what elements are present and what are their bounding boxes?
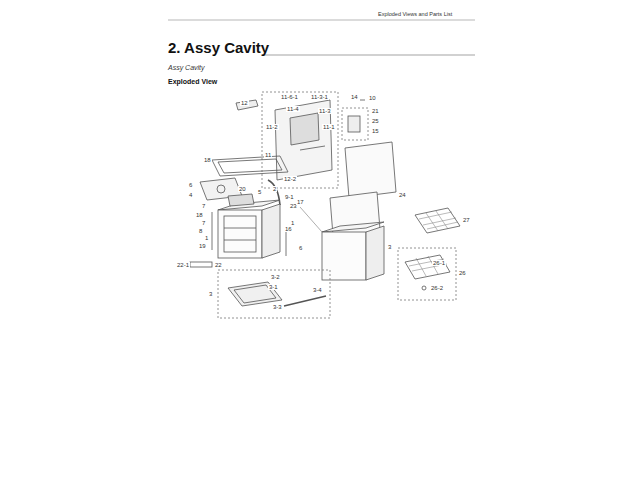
callout-number: 3-3 xyxy=(272,304,283,310)
callout-number: 7 xyxy=(201,203,206,209)
callout-number: 15 xyxy=(371,128,380,134)
callout-number: 25 xyxy=(371,118,380,124)
callout-number: 3-4 xyxy=(312,287,323,293)
callout-number: 26-2 xyxy=(430,285,444,291)
callout-number: 8 xyxy=(198,228,203,234)
callout-number: 12-2 xyxy=(283,176,297,182)
callout-number: 24 xyxy=(398,192,407,198)
callout-number: 10 xyxy=(368,95,377,101)
callout-number: 22-1 xyxy=(176,262,190,268)
callout-number: 7 xyxy=(201,220,206,226)
callout-number: 16 xyxy=(284,226,293,232)
callout-number: 20 xyxy=(238,186,247,192)
callout-number: 21 xyxy=(371,108,380,114)
callout-number: 26-1 xyxy=(432,260,446,266)
callout-number: 2 xyxy=(272,186,277,192)
callout-number: 3-1 xyxy=(268,284,279,290)
callout-number: 18 xyxy=(195,212,204,218)
callout-number: 11-2 xyxy=(265,124,279,130)
callout-number: 11 xyxy=(264,152,272,158)
callout-number: 11-6-1 xyxy=(280,94,299,100)
callout-number: 4 xyxy=(188,192,193,198)
callout-number: 22 xyxy=(214,262,223,268)
section-subtitle: Assy Cavity xyxy=(168,64,205,71)
page-title: 2. Assy Cavity xyxy=(168,40,269,55)
callout-number: 12 xyxy=(240,100,249,106)
callout-number: 17 xyxy=(296,199,305,205)
callout-number: 6 xyxy=(188,182,193,188)
callout-number: 11-1 xyxy=(322,124,336,130)
callout-number: 3 xyxy=(208,291,213,297)
callout-number: 3-2 xyxy=(270,274,281,280)
callout-number: 11-3-1 xyxy=(310,94,329,100)
callout-number: 11-4 xyxy=(286,106,300,112)
callout-number: 1 xyxy=(204,235,209,241)
callout-number: 6 xyxy=(298,245,303,251)
view-heading: Exploded View xyxy=(168,78,217,85)
page-header: Exploded Views and Parts List xyxy=(378,12,452,18)
callout-number: 18 xyxy=(203,157,212,163)
callout-number: 14 xyxy=(350,94,359,100)
callout-number: 11-3 xyxy=(318,108,332,114)
callout-number: 5 xyxy=(257,189,262,195)
callout-number: 19 xyxy=(198,243,207,249)
callout-number: 3 xyxy=(387,244,392,250)
callout-number: 26 xyxy=(458,270,467,276)
callout-number: 9-1 xyxy=(284,194,295,200)
callout-number: 27 xyxy=(462,217,471,223)
